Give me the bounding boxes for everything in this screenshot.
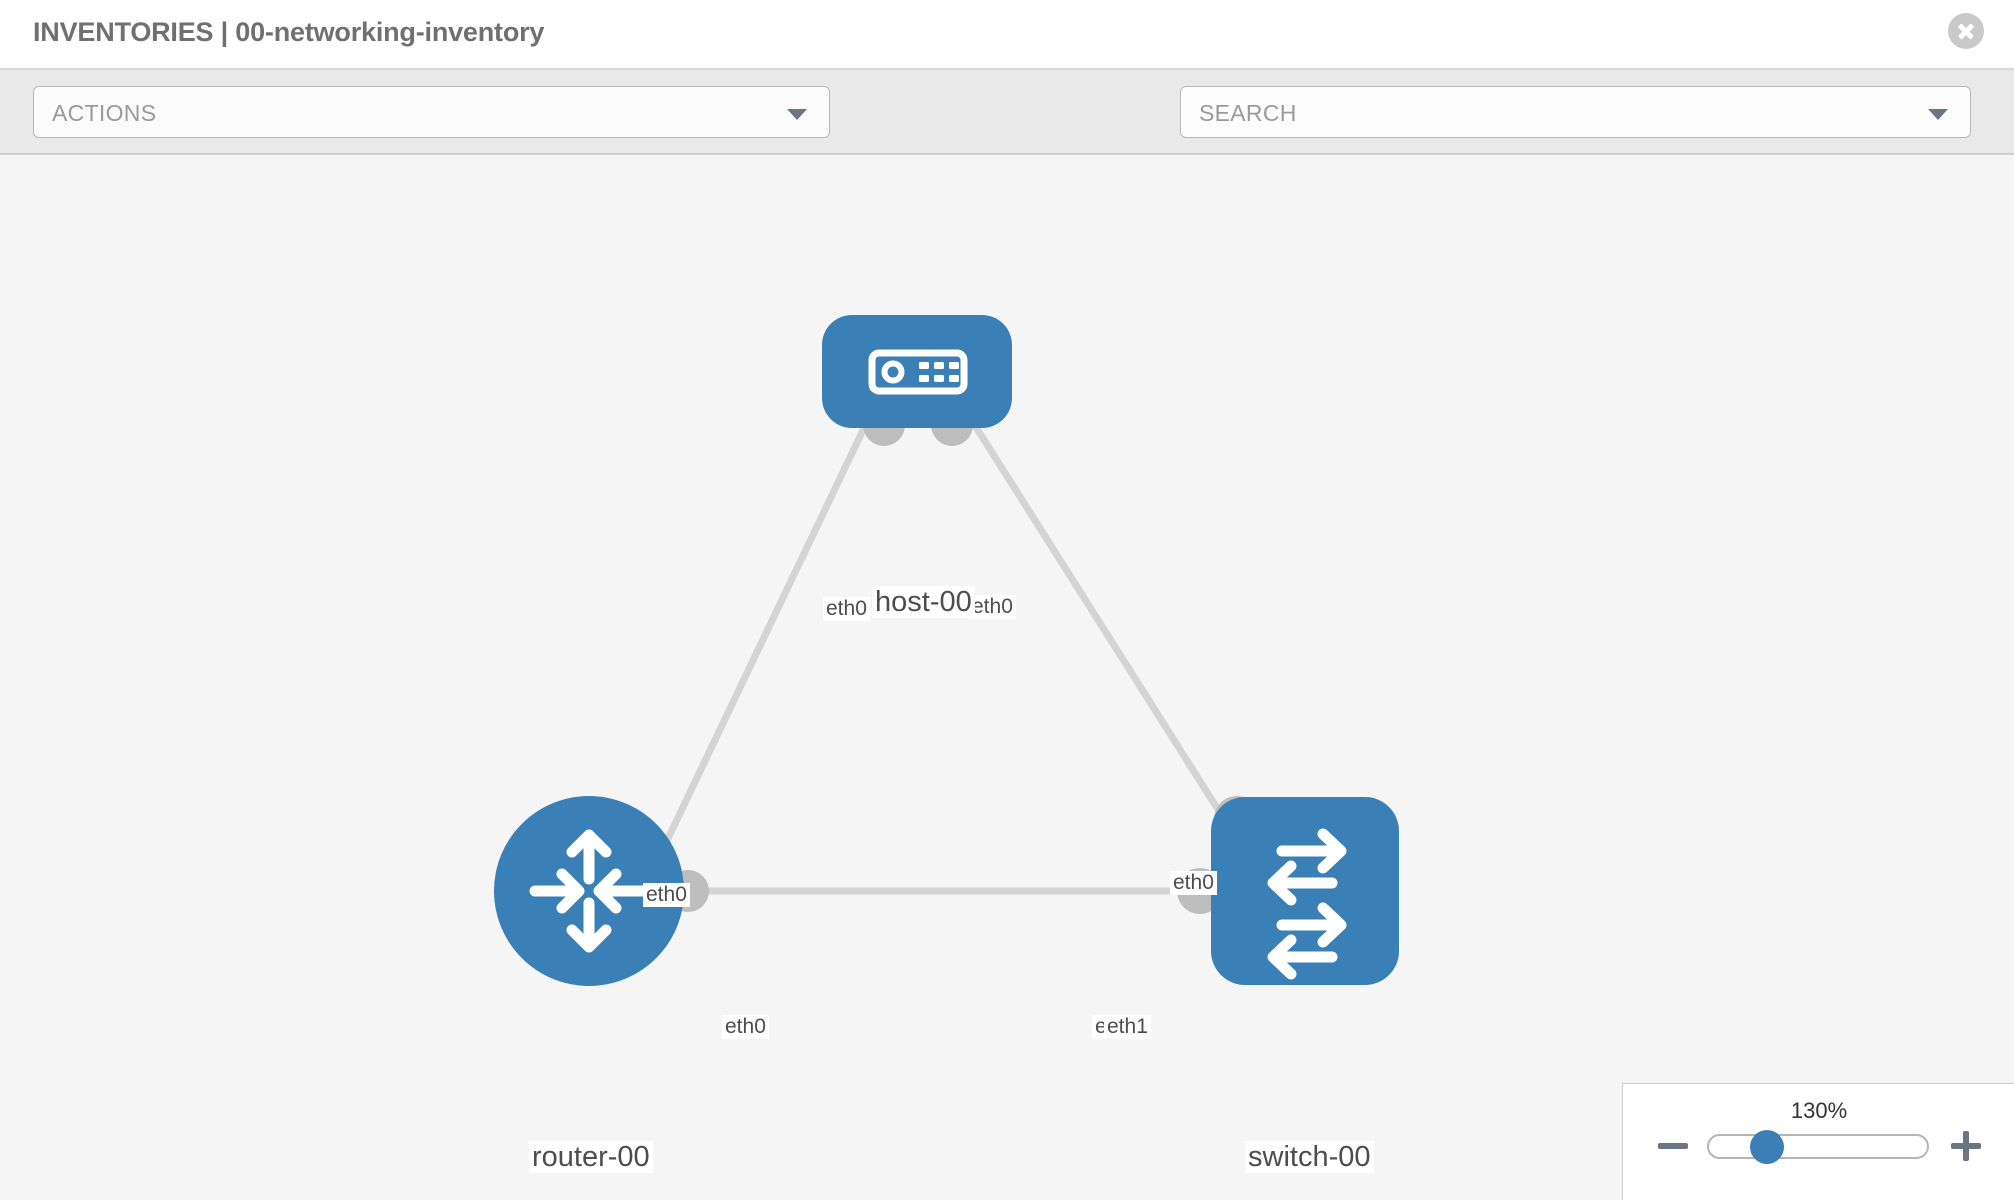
router-arrows-icon <box>529 829 649 953</box>
node-router-00[interactable] <box>494 796 684 986</box>
zoom-slider-track[interactable] <box>1707 1134 1929 1159</box>
switch-arrows-icon <box>1267 828 1347 980</box>
zoom-control-panel: 130% <box>1622 1083 2014 1200</box>
node-label-router-00: router-00 <box>529 1141 653 1174</box>
link-layer <box>636 403 1251 899</box>
node-label-host-00: host-00 <box>872 586 975 619</box>
iface-label-router-eth0-east: eth0 <box>722 1015 769 1040</box>
iface-label-router-eth0-uplink: eth0 <box>643 883 690 908</box>
zoom-level-value: 130% <box>1790 1098 1848 1123</box>
search-input-value: SEARCH <box>1199 100 1297 126</box>
zoom-slider-thumb[interactable] <box>1750 1130 1784 1164</box>
iface-label-switch-eth1: eth1 <box>1104 1015 1151 1040</box>
actions-dropdown[interactable]: ACTIONS <box>33 86 830 138</box>
node-label-switch-00: switch-00 <box>1245 1141 1374 1174</box>
chevron-down-icon[interactable] <box>1928 109 1948 120</box>
zoom-out-button[interactable] <box>1655 1128 1691 1164</box>
topology-canvas[interactable]: eth0 eth0 eth0 eth0 eth0 eth0 eth1 host-… <box>0 157 2014 1200</box>
server-icon <box>868 349 968 395</box>
link-host-router[interactable] <box>636 403 879 899</box>
iface-label-host-eth0-right: eth0 <box>969 595 1016 620</box>
node-switch-00[interactable] <box>1211 797 1399 985</box>
iface-label-switch-eth0-uplink: eth0 <box>1170 871 1217 896</box>
close-icon[interactable] <box>1948 13 1984 49</box>
search-input[interactable]: SEARCH <box>1180 86 1971 138</box>
actions-dropdown-label: ACTIONS <box>52 100 157 126</box>
page-title: INVENTORIES | 00-networking-inventory <box>33 17 545 47</box>
topology-graph <box>494 315 1399 986</box>
toolbar: ACTIONS SEARCH <box>0 70 2014 198</box>
link-host-switch[interactable] <box>959 403 1251 859</box>
iface-label-host-eth0-left: eth0 <box>823 597 870 622</box>
zoom-in-button[interactable] <box>1948 1128 1984 1164</box>
node-host-00[interactable] <box>822 315 1012 428</box>
chevron-down-icon <box>787 109 807 120</box>
page-header: INVENTORIES | 00-networking-inventory <box>0 0 2014 70</box>
